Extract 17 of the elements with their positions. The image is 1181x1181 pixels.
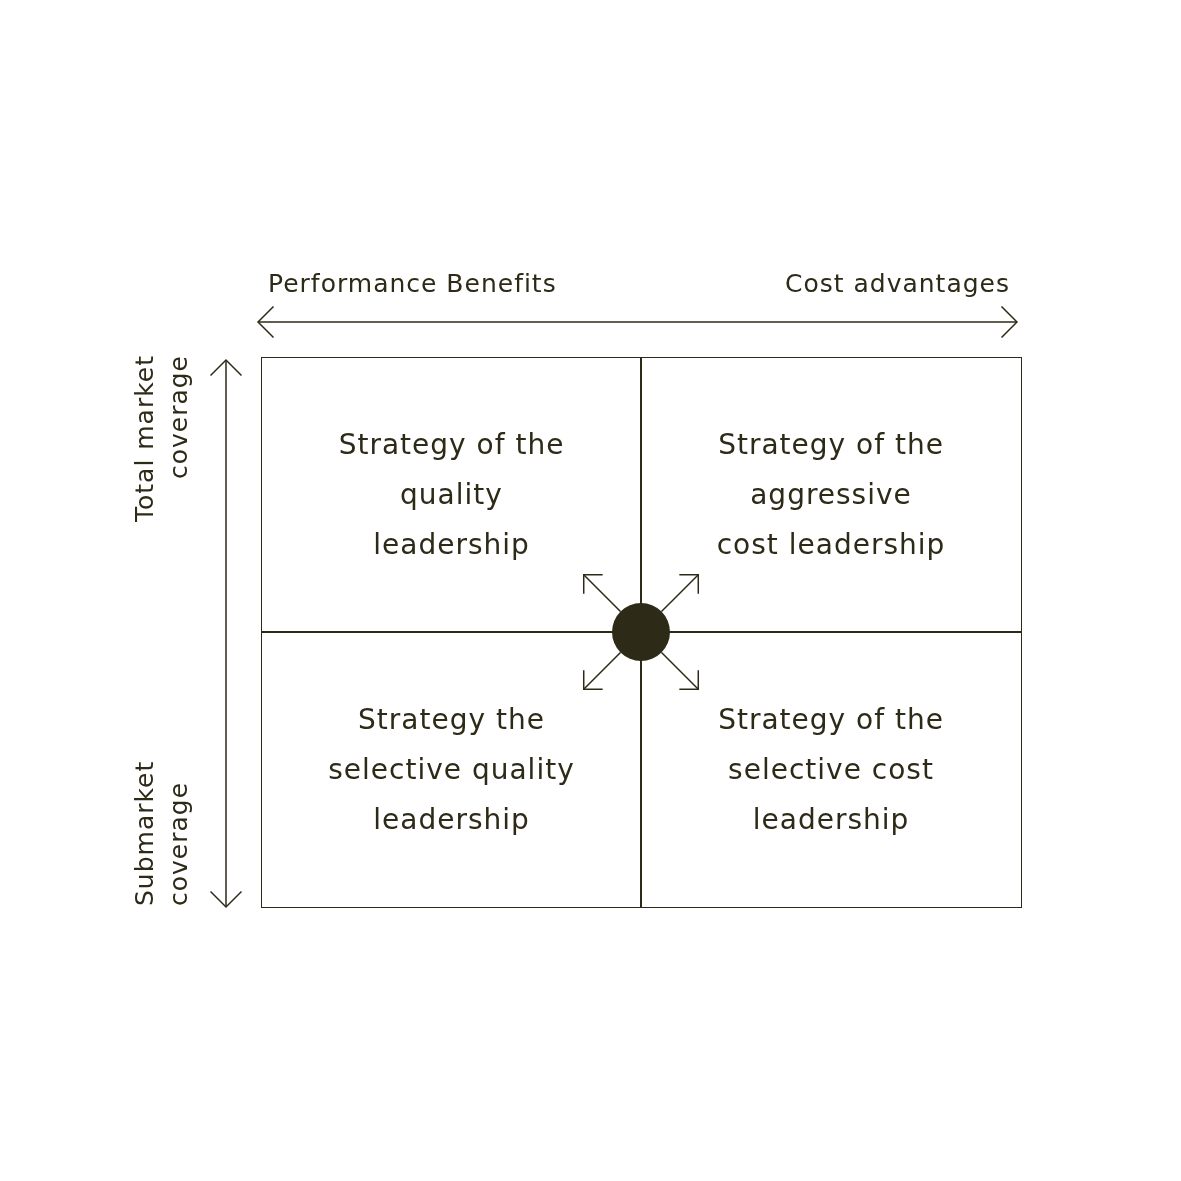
matrix-quadrant bbox=[261, 357, 642, 633]
matrix-quadrant bbox=[640, 631, 1022, 908]
axis-label: Submarket coverage bbox=[129, 759, 194, 906]
quadrant-label: Strategy of the selective cost leadership bbox=[718, 702, 944, 836]
axis-label: Performance Benefits bbox=[268, 268, 557, 300]
matrix-quadrant bbox=[640, 357, 1022, 633]
arrow bbox=[582, 651, 622, 691]
arrow bbox=[582, 573, 622, 613]
arrow bbox=[660, 573, 700, 613]
arrow bbox=[660, 651, 700, 691]
axis-label: Total market coverage bbox=[129, 355, 194, 524]
filled-circle bbox=[612, 603, 670, 661]
matrix-quadrant bbox=[261, 631, 642, 908]
axis-label: Cost advantages bbox=[784, 268, 1010, 300]
quadrant-label: Strategy of the quality leadership bbox=[338, 428, 565, 561]
quadrant-label: Strategy the selective quality leadership bbox=[328, 702, 575, 836]
quadrant-label: Strategy of the aggressive cost leadership bbox=[716, 428, 946, 561]
